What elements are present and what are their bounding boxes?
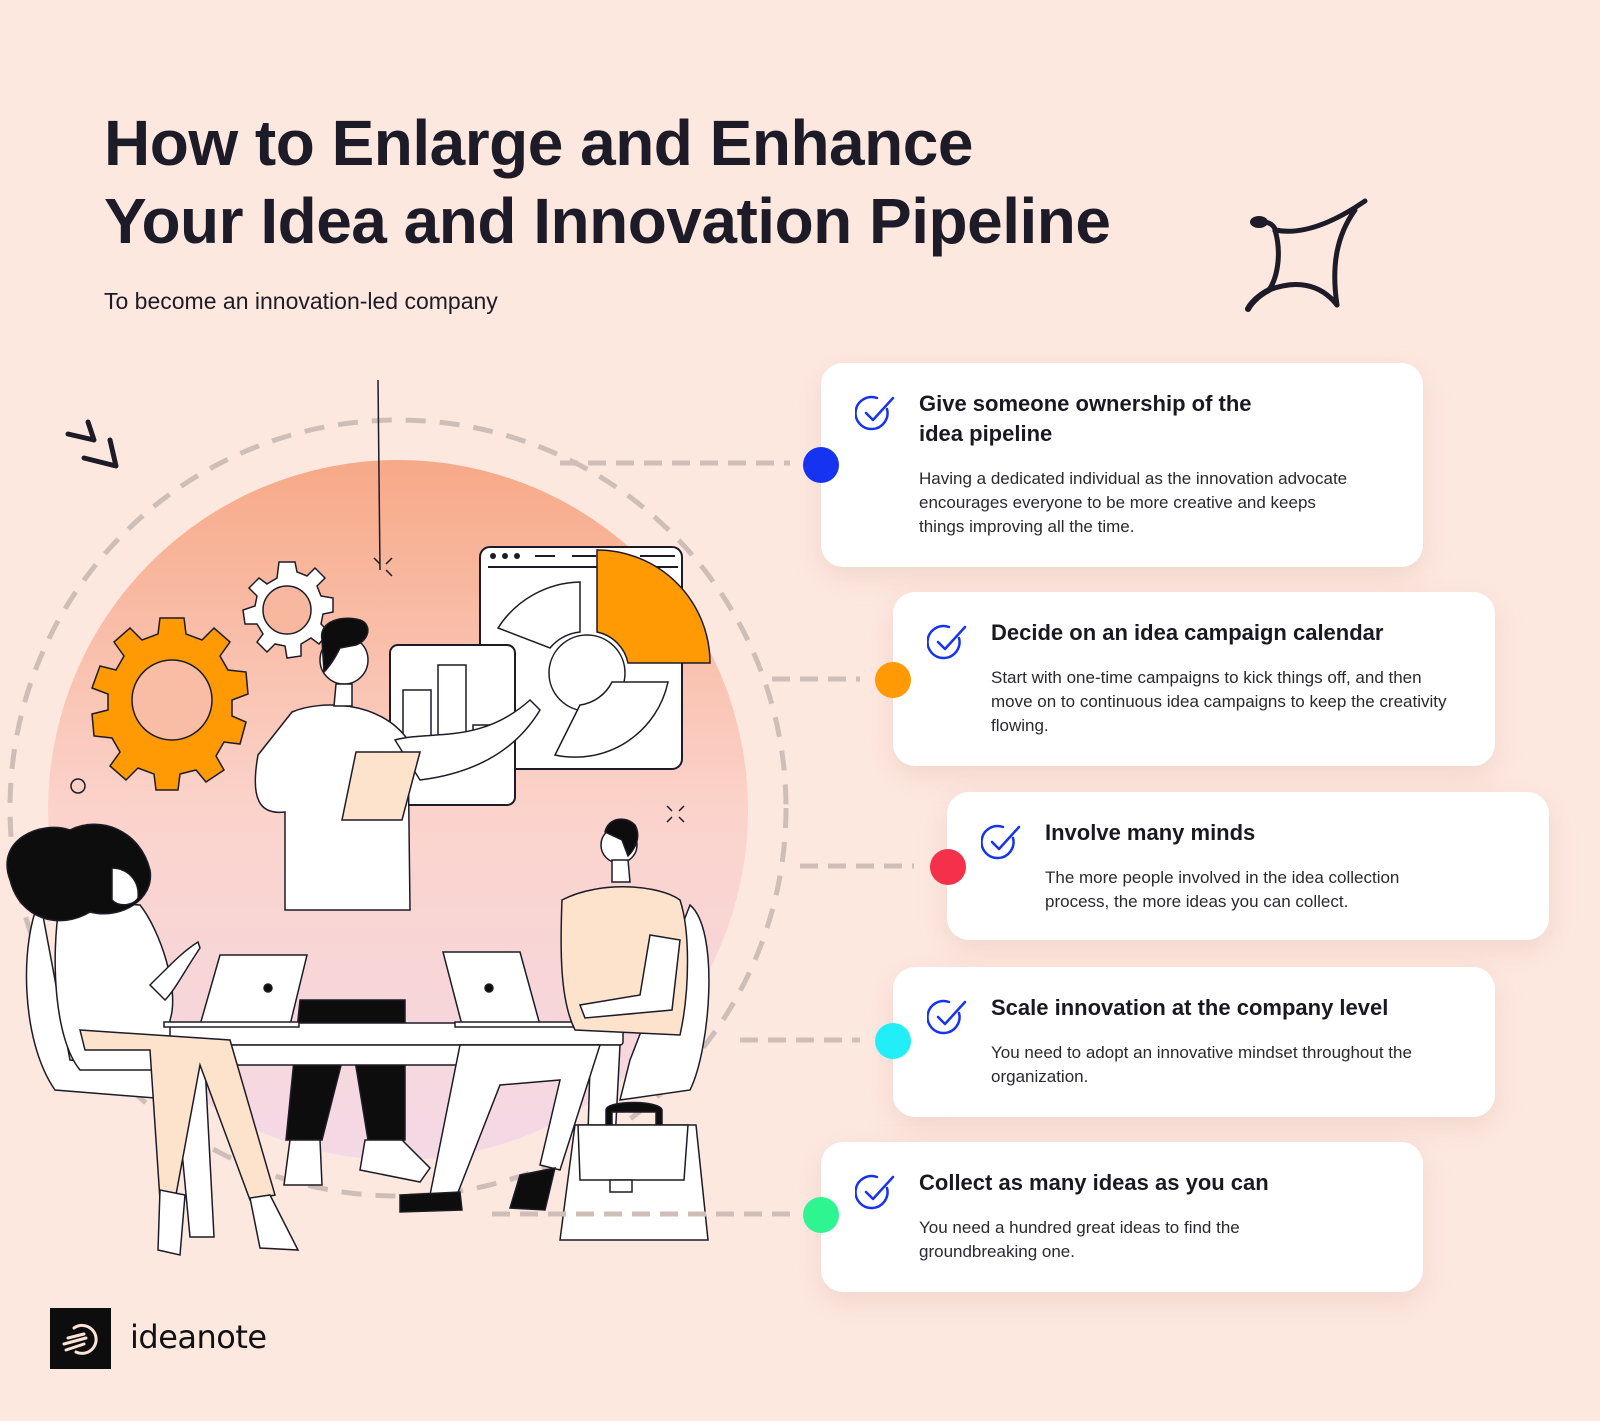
ideanote-logo-icon <box>50 1308 111 1369</box>
check-circle-icon <box>981 824 1021 860</box>
dot-cyan <box>875 1023 911 1059</box>
card-title: Decide on an idea campaign calendar <box>991 620 1384 645</box>
dot-orange <box>875 662 911 698</box>
card-body: The more people involved in the idea col… <box>1045 868 1400 911</box>
card-title: Involve many minds <box>1045 820 1256 845</box>
team-meeting-illustration <box>6 380 789 1256</box>
double-chevron-icon <box>65 419 119 469</box>
card-title-line-2: idea pipeline <box>919 421 1053 446</box>
card-body: You need a hundred great ideas to find t… <box>919 1218 1240 1261</box>
check-circle-icon <box>855 1174 895 1210</box>
title-line-1: How to Enlarge and Enhance <box>104 107 973 179</box>
card-title-line-1: Give someone ownership of the <box>919 391 1252 416</box>
tip-card-5: Collect as many ideas as you can You nee… <box>821 1142 1423 1292</box>
tip-card-2: Decide on an idea campaign calendar Star… <box>893 592 1495 766</box>
card-body: Having a dedicated individual as the inn… <box>919 469 1348 536</box>
check-circle-icon <box>927 624 967 660</box>
check-circle-icon <box>855 395 895 431</box>
dot-blue <box>803 447 839 483</box>
tip-card-4: Scale innovation at the company level Yo… <box>893 967 1495 1117</box>
dot-green <box>803 1197 839 1233</box>
card-body: Start with one-time campaigns to kick th… <box>991 668 1447 735</box>
tip-card-3: Involve many minds The more people invol… <box>947 792 1549 940</box>
sparkle-icon <box>1245 198 1368 312</box>
card-body: You need to adopt an innovative mindset … <box>991 1043 1412 1086</box>
dot-red <box>930 849 966 885</box>
title-line-2: Your Idea and Innovation Pipeline <box>104 185 1111 257</box>
page-title: How to Enlarge and Enhance Your Idea and… <box>104 104 1111 260</box>
card-title: Give someone ownership of the idea pipel… <box>919 389 1383 449</box>
page-subtitle: To become an innovation-led company <box>104 288 498 314</box>
card-title: Scale innovation at the company level <box>991 995 1389 1020</box>
tip-card-1: Give someone ownership of the idea pipel… <box>821 363 1423 567</box>
check-circle-icon <box>927 999 967 1035</box>
card-title: Collect as many ideas as you can <box>919 1170 1269 1195</box>
brand-name: ideanote <box>130 1318 267 1356</box>
